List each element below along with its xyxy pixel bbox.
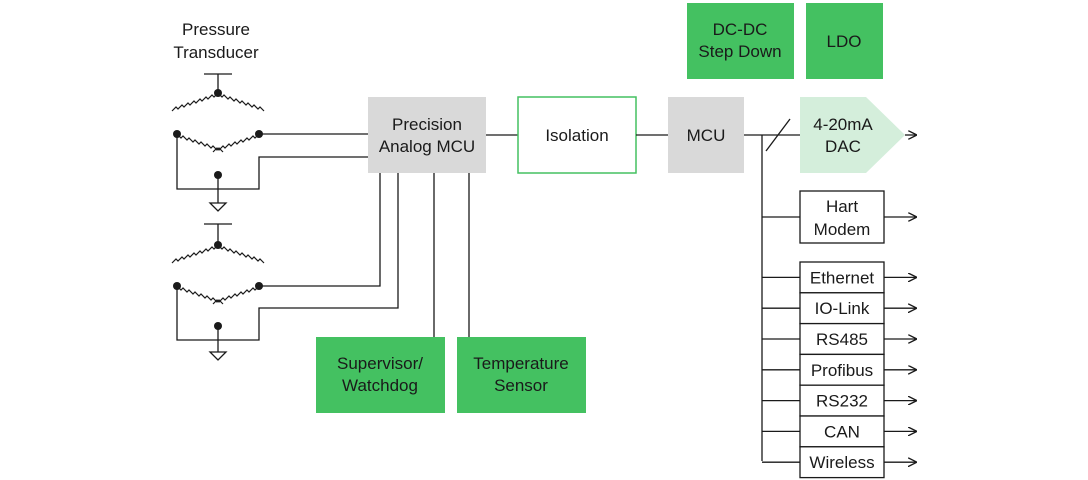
- dac-block: 4-20mA DAC: [800, 97, 905, 173]
- interface-label-wireless: Wireless: [809, 453, 874, 472]
- hart-modem-block: Hart Modem: [799, 190, 885, 244]
- ldo-label: LDO: [827, 32, 862, 51]
- hart-line1: Hart: [826, 197, 858, 216]
- dcdc-line2: Step Down: [698, 42, 781, 61]
- isolation-block: Isolation: [517, 96, 637, 174]
- interface-label-io-link: IO-Link: [815, 299, 870, 318]
- mcu-label: MCU: [687, 126, 726, 145]
- dac-line2: DAC: [825, 137, 861, 156]
- dcdc-step-down-block: DC-DC Step Down: [687, 3, 794, 79]
- bus-slash: [765, 118, 791, 152]
- hart-line2: Modem: [814, 220, 871, 239]
- dac-line1: 4-20mA: [813, 115, 873, 134]
- dcdc-line1: DC-DC: [713, 20, 768, 39]
- precision-analog-mcu-block: Precision Analog MCU: [368, 97, 486, 173]
- interface-box-profibus: [799, 353, 885, 386]
- interface-label-rs232: RS232: [816, 392, 868, 411]
- transducer-title-line2: Transducer: [173, 43, 259, 62]
- transducer-title-line1: Pressure: [182, 20, 250, 39]
- temp-sensor-line1: Temperature: [473, 354, 568, 373]
- interface-label-can: CAN: [824, 422, 860, 441]
- interface-label-ethernet: Ethernet: [810, 268, 875, 287]
- supervisor-watchdog-block: Supervisor/ Watchdog: [316, 337, 445, 413]
- supervisor-line1: Supervisor/: [337, 354, 423, 373]
- interface-box-io-link: [799, 292, 885, 325]
- interface-box-rs232: [799, 384, 885, 417]
- precision-mcu-line1: Precision: [392, 115, 462, 134]
- wheatstone-bridge-bottom: [171, 173, 399, 361]
- wheatstone-bridge-top: [171, 73, 368, 212]
- isolation-label: Isolation: [545, 126, 608, 145]
- precision-mcu-line2: Analog MCU: [379, 137, 475, 156]
- temp-sensor-line2: Sensor: [494, 376, 548, 395]
- ldo-block: LDO: [806, 3, 883, 79]
- mcu-block: MCU: [668, 97, 744, 173]
- interface-label-profibus: Profibus: [811, 361, 873, 380]
- interface-label-rs485: RS485: [816, 330, 868, 349]
- temperature-sensor-block: Temperature Sensor: [457, 337, 586, 413]
- supervisor-line2: Watchdog: [342, 376, 418, 395]
